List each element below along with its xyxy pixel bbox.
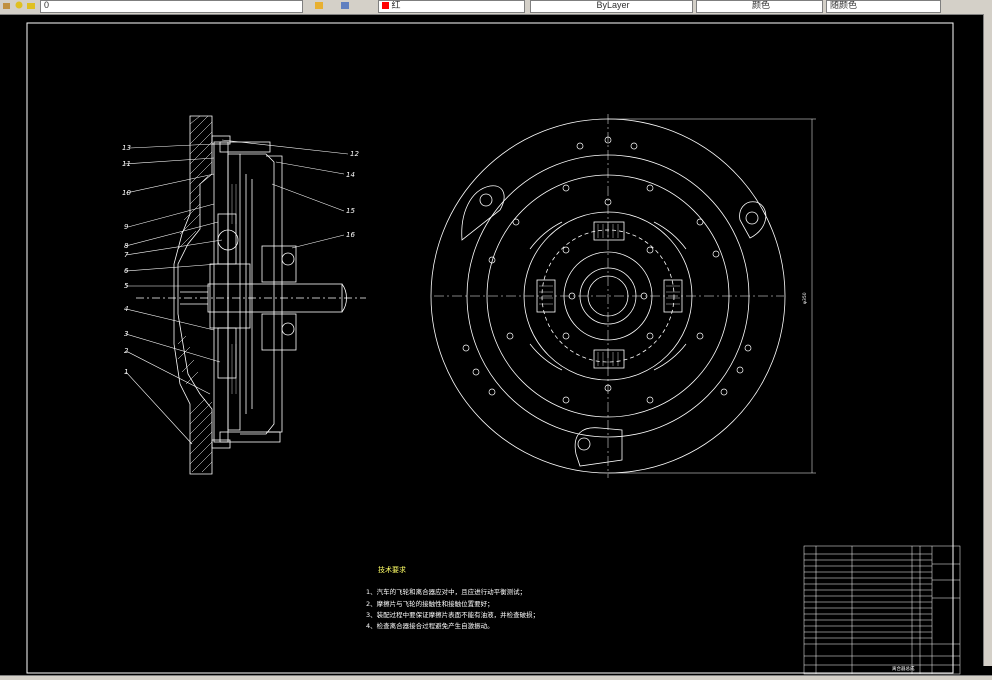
part-labels-right: 12 14 15 16 [346,150,359,239]
part-label: 5 [124,282,129,290]
tech-requirement-item: 4、检查离合器接合过程避免产生自激振动。 [366,621,494,630]
part-label: 7 [124,251,129,259]
leader-lines-right [221,139,349,249]
tool-icon[interactable] [2,1,12,10]
leader-lines-left [123,143,223,445]
sectional-view [136,115,366,475]
plotstyle-dropdown[interactable]: 随颜色 [826,0,941,13]
tech-requirement-item: 3、装配过程中要保证摩擦片表面不能有油液，并检查破损； [366,610,539,619]
part-label: 14 [346,171,355,179]
lightbulb-icon[interactable] [14,1,24,10]
dimension-label: φ350 [802,292,808,304]
part-label: 8 [124,242,129,250]
toolbar: 0 红 ByLayer 颜色 随颜色 [0,0,992,15]
part-label: 4 [124,305,128,313]
part-label: 2 [124,347,129,355]
part-label: 10 [122,189,131,197]
tech-requirements-title: 技术要求 [378,565,406,574]
layer-previous-icon[interactable] [340,1,350,10]
vertical-scrollbar[interactable] [983,14,992,666]
part-label: 6 [124,267,129,275]
tech-requirement-item: 2、摩擦片与飞轮的接触性和接触位置要好； [366,599,494,608]
part-label: 9 [124,223,129,231]
linetype-dropdown[interactable]: ByLayer [530,0,693,13]
lineweight-dropdown[interactable]: 颜色 [696,0,823,13]
dimension [608,118,816,474]
drawing-canvas[interactable]: 13 11 10 9 8 7 6 5 4 3 2 1 12 14 15 16 [0,14,984,676]
drawing-frame [26,22,954,674]
layer-dropdown[interactable]: 0 [40,0,303,13]
part-label: 12 [350,150,359,158]
layer-manager-icon[interactable] [314,1,324,10]
part-label: 3 [124,330,128,338]
part-label: 13 [122,144,131,152]
part-label: 16 [346,231,355,239]
title-block-drawing-name: 离合器总成 [892,665,915,672]
bolt-holes [462,136,752,404]
part-labels-left: 13 11 10 9 8 7 6 5 4 3 2 1 [122,144,131,376]
layer-icon[interactable] [26,1,36,10]
tech-requirement-item: 1、汽车的飞轮和离合器应对中，且应进行动平衡测试； [366,587,526,596]
part-label: 1 [124,368,128,376]
part-label: 11 [122,160,131,168]
color-value: 红 [391,0,401,10]
front-view [430,114,786,478]
color-dropdown[interactable]: 红 [378,0,525,13]
tech-requirements: 技术要求 1、汽车的飞轮和离合器应对中，且应进行动平衡测试； 2、摩擦片与飞轮的… [366,565,539,630]
horizontal-scrollbar[interactable] [0,675,992,680]
part-label: 15 [346,207,355,215]
title-block [803,545,961,675]
